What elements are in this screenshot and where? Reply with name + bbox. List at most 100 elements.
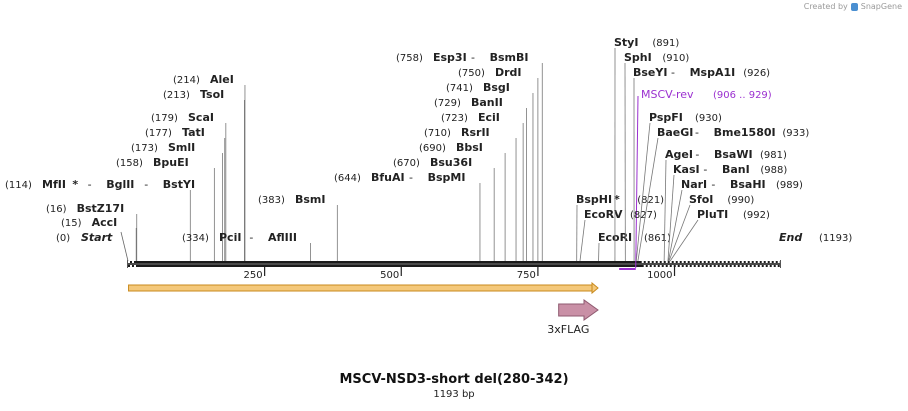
- enzyme-name: BsgI: [483, 81, 510, 94]
- enzyme-name: TsoI: [200, 88, 224, 101]
- site-position: (933): [782, 128, 809, 139]
- backbone-hatch-right: [721, 261, 724, 263]
- backbone-hatch-right: [729, 261, 732, 263]
- backbone-hatch-left: [132, 261, 134, 263]
- backbone-hatch-right: [763, 265, 766, 267]
- backbone-hatch-right: [773, 261, 776, 263]
- site-position: (981): [760, 150, 787, 161]
- enzyme-name: BpuEI: [153, 156, 189, 169]
- map-length: 1193 bp: [433, 389, 475, 400]
- backbone-hatch-right: [735, 265, 738, 267]
- enzyme-name: RsrII: [461, 126, 490, 139]
- backbone-hatch-right: [743, 265, 746, 267]
- tick-label: 1000: [647, 270, 672, 281]
- site-position: (992): [743, 210, 770, 221]
- enzyme-name: BanI: [722, 163, 750, 176]
- site-position: (179): [151, 113, 178, 124]
- enzyme-name: TatI: [182, 126, 205, 139]
- tick-label: 250: [244, 270, 263, 281]
- backbone-hatch-right: [685, 261, 688, 263]
- enzyme-separator: *: [614, 193, 620, 206]
- enzyme-name: BspMI: [428, 171, 466, 184]
- enzyme-name: BsmI: [295, 193, 326, 206]
- enzyme-name: Bsu36I: [430, 156, 472, 169]
- enzyme-name: BspHI: [576, 193, 612, 206]
- backbone-hatch-right: [761, 261, 764, 263]
- backbone-hatch-right: [649, 261, 652, 263]
- enzyme-separator: -: [711, 178, 715, 191]
- backbone-start-cap: [127, 260, 128, 268]
- enzyme-separator: -: [695, 148, 699, 161]
- enzyme-name: BglII: [106, 178, 134, 191]
- site-leader-line: [663, 159, 667, 262]
- credit-brand: SnapGene: [860, 2, 902, 11]
- backbone-hatch-right: [753, 261, 756, 263]
- site-position: (990): [727, 195, 754, 206]
- end-position: (1193): [819, 233, 852, 244]
- backbone-hatch-right: [755, 265, 758, 267]
- backbone-hatch-right: [673, 261, 676, 263]
- enzyme-name: BsaWI: [714, 148, 753, 161]
- backbone-hatch-right: [689, 261, 692, 263]
- backbone-hatch-right: [737, 261, 740, 263]
- site-position: (988): [760, 165, 787, 176]
- site-position: (15): [61, 218, 82, 229]
- backbone-hatch-right: [747, 265, 750, 267]
- site-position: (989): [776, 180, 803, 191]
- backbone-hatch-right: [707, 265, 710, 267]
- backbone-hatch-right: [725, 261, 728, 263]
- backbone-hatch-right: [677, 261, 680, 263]
- backbone-hatch-right: [657, 261, 660, 263]
- enzyme-name: KasI: [673, 163, 700, 176]
- backbone-hatch-right: [703, 265, 706, 267]
- site-leader-line: [579, 219, 586, 262]
- tick-label: 500: [380, 270, 399, 281]
- backbone-hatch-right: [669, 261, 672, 263]
- backbone-hatch-right: [759, 265, 762, 267]
- site-position: (690): [419, 143, 446, 154]
- enzyme-name: AccI: [92, 216, 118, 229]
- backbone-hatch-right: [705, 261, 708, 263]
- enzyme-separator: *: [72, 178, 78, 191]
- enzyme-name: EcoRV: [584, 208, 623, 221]
- site-position: (214): [173, 75, 200, 86]
- start-leader: [120, 231, 129, 262]
- site-leader-line: [668, 204, 691, 262]
- enzyme-name: BaeGI: [657, 126, 693, 139]
- enzyme-name: DrdI: [495, 66, 522, 79]
- site-position: (926): [743, 68, 770, 79]
- backbone-hatch-right: [749, 261, 752, 263]
- backbone-hatch-right: [701, 261, 704, 263]
- enzyme-name: SphI: [624, 51, 652, 64]
- backbone-hatch-left: [128, 261, 130, 263]
- backbone-hatch-right: [651, 265, 654, 267]
- enzyme-name: BsmBI: [490, 51, 529, 64]
- enzyme-name: BfuAI: [371, 171, 405, 184]
- backbone-hatch-right: [739, 265, 742, 267]
- primer-name: MSCV-rev: [641, 88, 694, 101]
- enzyme-name: BseYI: [633, 66, 667, 79]
- backbone-hatch-right: [771, 265, 774, 267]
- backbone-hatch-right: [769, 261, 772, 263]
- enzyme-name: BanII: [471, 96, 503, 109]
- enzyme-separator: -: [409, 171, 413, 184]
- end-label: End: [779, 231, 802, 244]
- backbone-hatch-right: [667, 265, 670, 267]
- enzyme-name: BbsI: [456, 141, 483, 154]
- backbone-hatch-right: [687, 265, 690, 267]
- backbone-hatch-right: [679, 265, 682, 267]
- feature-bar-arrowhead: [591, 281, 599, 295]
- enzyme-separator: -: [88, 178, 92, 191]
- enzyme-separator: -: [249, 231, 253, 244]
- site-position: (710): [424, 128, 451, 139]
- site-position: (750): [458, 68, 485, 79]
- site-position: (334): [182, 233, 209, 244]
- backbone-hatch-right: [699, 265, 702, 267]
- backbone-hatch-right: [709, 261, 712, 263]
- backbone-hatch-right: [757, 261, 760, 263]
- enzyme-name: MspA1I: [690, 66, 736, 79]
- backbone-hatch-right: [643, 265, 646, 267]
- start-label: Start: [81, 231, 113, 244]
- backbone-hatch-right: [697, 261, 700, 263]
